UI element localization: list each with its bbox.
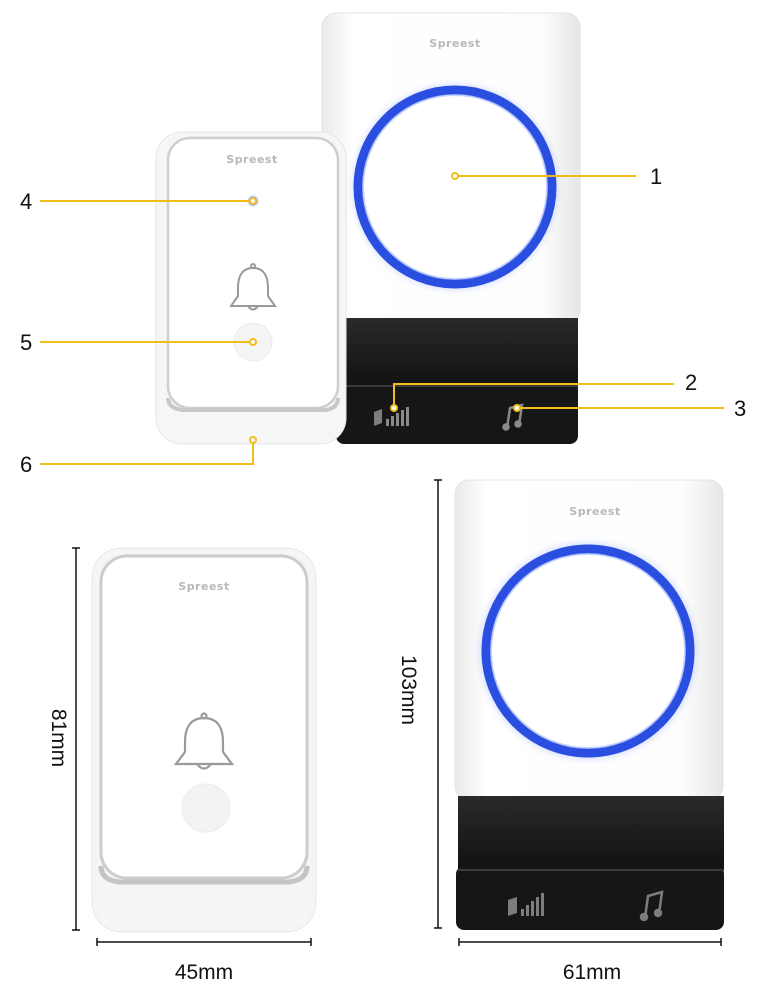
transmitter-bottom: Spreest bbox=[91, 547, 317, 933]
transmitter-top: Spreest bbox=[155, 131, 347, 445]
callout-5: 5 bbox=[20, 330, 32, 355]
blue-ring-light bbox=[353, 85, 557, 289]
callout-3: 3 bbox=[734, 396, 746, 421]
receiver-top: Spreest bbox=[321, 12, 581, 444]
receiver-width-label: 61mm bbox=[563, 961, 621, 984]
receiver-base-lower bbox=[456, 866, 724, 930]
receiver-base-upper bbox=[338, 318, 578, 388]
callout-2: 2 bbox=[685, 370, 697, 395]
volume-icon bbox=[508, 893, 544, 916]
bell-icon bbox=[173, 712, 235, 770]
music-note-icon bbox=[639, 890, 664, 922]
brand-logo: Spreest bbox=[178, 580, 229, 593]
volume-icon bbox=[374, 407, 409, 426]
brand-logo: Spreest bbox=[226, 153, 277, 166]
transmitter-width-label: 45mm bbox=[175, 961, 233, 984]
dimension-lines bbox=[72, 479, 722, 946]
callouts bbox=[40, 172, 724, 465]
receiver-height-label: 103mm bbox=[397, 655, 420, 725]
receiver-base-lower bbox=[336, 382, 578, 444]
callout-4: 4 bbox=[20, 189, 32, 214]
transmitter-height-label: 81mm bbox=[47, 709, 70, 767]
brand-logo: Spreest bbox=[569, 505, 620, 518]
receiver-bottom: Spreest bbox=[454, 479, 724, 930]
brand-logo: Spreest bbox=[429, 37, 480, 50]
bell-icon bbox=[229, 263, 277, 311]
blue-ring-light bbox=[481, 544, 695, 758]
callout-1: 1 bbox=[650, 164, 662, 189]
receiver-base-upper bbox=[458, 796, 724, 870]
callout-6: 6 bbox=[20, 452, 32, 477]
press-button bbox=[181, 783, 231, 833]
